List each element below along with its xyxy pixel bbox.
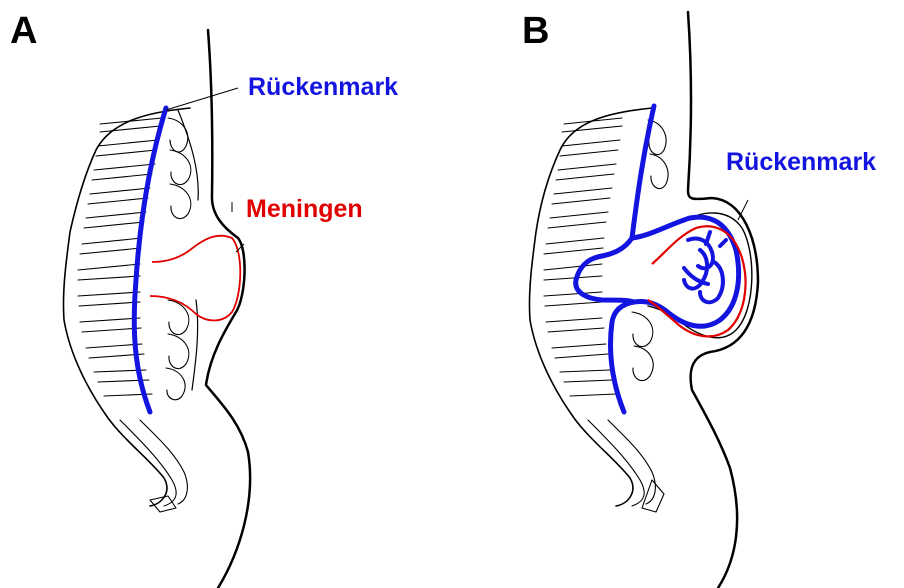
sacrum xyxy=(588,420,664,512)
panel-b-myelomeningocele: B Rückenmark xyxy=(452,0,904,588)
spinal-cord xyxy=(134,108,166,412)
front-spine-outline xyxy=(63,108,190,506)
panel-b-illustration xyxy=(452,0,904,588)
meningeal-sac xyxy=(150,236,240,321)
back-skin-line xyxy=(206,30,250,588)
label-spinal-cord-b: Rückenmark xyxy=(726,150,876,175)
vertebral-bodies xyxy=(78,118,162,396)
label-meninges-a: Meningen xyxy=(246,197,363,222)
back-skin-line xyxy=(688,12,758,588)
panel-a-meningocele: A Rückenmark Meningen xyxy=(0,0,452,588)
panel-letter-a: A xyxy=(10,12,37,50)
leader-line-spinal-cord xyxy=(166,88,238,110)
spinous-processes xyxy=(632,120,668,381)
neural-placode xyxy=(684,232,726,302)
label-spinal-cord-a: Rückenmark xyxy=(248,75,398,100)
panel-letter-b: B xyxy=(522,12,549,50)
